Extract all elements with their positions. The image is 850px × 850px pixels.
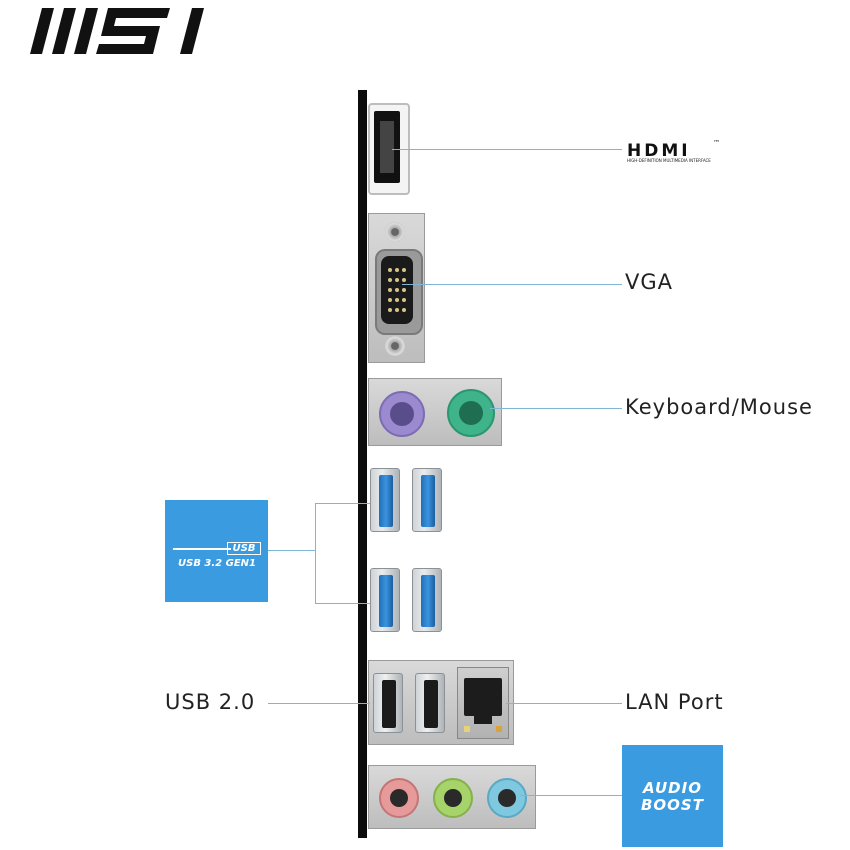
usb2-lan-block [368,660,514,745]
audio-boost-badge: AUDIO BOOST [622,745,723,847]
hdmi-subtitle: HIGH-DEFINITION MULTIMEDIA INTERFACE [627,158,711,163]
keyboard-mouse-label: Keyboard/Mouse [625,395,813,419]
ps2-ports [368,378,502,446]
audio-jacks [368,765,536,829]
usb32-port [412,568,442,632]
usb32-port [370,468,400,532]
audio-jack-pink [379,778,419,818]
audio-boost-line2: BOOST [641,796,704,814]
usb32-stack-top [368,465,448,535]
usb-tag: USB [227,542,261,555]
vga-port [368,213,425,363]
hdmi-logo-text: HDMI [627,141,691,161]
audio-boost-line1: AUDIO [643,779,702,797]
hdmi-logo: HDMI ™ HIGH-DEFINITION MULTIMEDIA INTERF… [627,139,727,167]
usb32-port [370,568,400,632]
ps2-keyboard-port [379,391,425,437]
usb2-port [415,673,445,733]
msi-logo-graphic [30,8,204,54]
hdmi-trademark: ™ [713,139,720,147]
usb32-stack-bottom [368,565,448,635]
lan-port-label: LAN Port [625,690,724,714]
hdmi-port [368,103,410,195]
io-panel-edge [358,90,367,838]
usb32-badge-text: USB 3.2 GEN1 [178,558,256,569]
usb2-port [373,673,403,733]
usb32-gen1-badge: USB USB 3.2 GEN1 [165,500,268,602]
ps2-mouse-port [447,389,495,437]
usb-tag-text: USB [232,543,256,554]
msi-logo: msi [20,6,210,56]
lan-port [457,667,509,739]
audio-jack-green [433,778,473,818]
vga-pins [388,268,406,312]
vga-label: VGA [625,270,674,294]
audio-jack-blue [487,778,527,818]
usb32-port [412,468,442,532]
usb2-label: USB 2.0 [165,690,256,714]
